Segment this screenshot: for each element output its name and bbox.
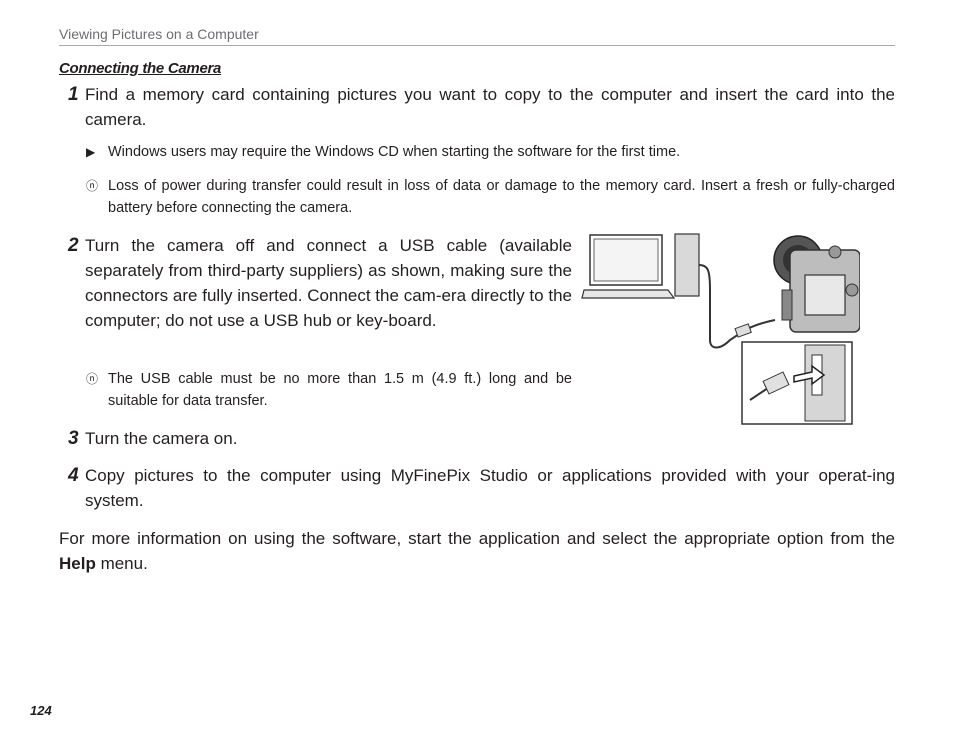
page-number: 124	[30, 703, 52, 718]
caution-icon: ⓝ	[86, 372, 99, 386]
note-text: Windows users may require the Windows CD…	[108, 144, 681, 160]
info-text-before: For more information on using the softwa…	[59, 529, 895, 548]
step-number: 1	[68, 84, 79, 105]
computer-tower-icon	[674, 233, 700, 297]
caution-1: ⓝ Loss of power during transfer could re…	[86, 175, 895, 219]
step-number: 4	[68, 465, 79, 486]
caution-text: Loss of power during transfer could resu…	[108, 178, 895, 216]
info-paragraph: For more information on using the softwa…	[59, 526, 895, 576]
caution-2: ⓝ The USB cable must be no more than 1.5…	[86, 368, 572, 412]
step-number: 3	[68, 428, 79, 449]
page-header: Viewing Pictures on a Computer	[59, 26, 895, 46]
note-1: ▶ Windows users may require the Windows …	[86, 141, 895, 163]
caution-text: The USB cable must be no more than 1.5 m…	[108, 371, 572, 409]
step-text: Copy pictures to the computer using MyFi…	[85, 466, 895, 510]
usb-port-detail-inset	[741, 341, 853, 425]
step-text: Find a memory card containing pictures y…	[85, 85, 895, 129]
info-text-after: menu.	[95, 554, 148, 573]
caution-icon: ⓝ	[86, 179, 99, 193]
arrow-icon	[793, 364, 826, 386]
section-title: Connecting the Camera	[59, 60, 222, 77]
usb-cable	[698, 264, 776, 349]
camera-icon	[773, 235, 860, 333]
step-1: 1 Find a memory card containing pictures…	[68, 82, 895, 132]
step-number: 2	[68, 235, 79, 256]
step-text: Turn the camera on.	[85, 429, 238, 448]
header-title: Viewing Pictures on a Computer	[59, 26, 259, 42]
step-3: 3 Turn the camera on.	[68, 426, 895, 451]
usb-connection-illustration	[581, 233, 860, 425]
step-2: 2 Turn the camera off and connect a USB …	[68, 233, 572, 333]
laptop-icon	[581, 234, 676, 299]
help-menu-name: Help	[59, 554, 96, 573]
step-text: Turn the camera off and connect a USB ca…	[85, 236, 572, 330]
step-4: 4 Copy pictures to the computer using My…	[68, 463, 895, 513]
note-icon: ▶	[86, 145, 96, 159]
